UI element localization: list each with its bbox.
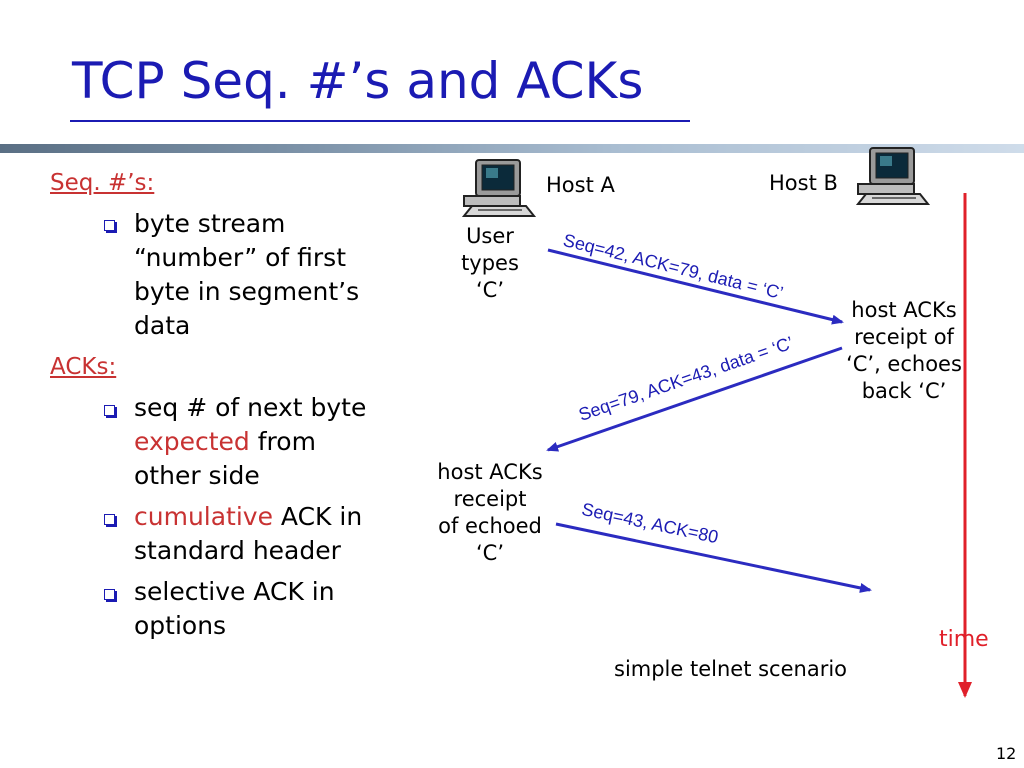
- host-a-label: Host A: [546, 173, 615, 197]
- seq-bullet-line4: data: [134, 311, 191, 340]
- seq-bullet-line3: byte in segment’s: [134, 277, 360, 306]
- bullet-icon: [104, 220, 115, 231]
- host-b-acks-line3: ‘C’, echoes: [846, 352, 962, 376]
- message-arrow-2: [546, 346, 843, 452]
- seq-heading: Seq. #’s:: [50, 170, 155, 196]
- ack-bullet2-line2: standard header: [134, 536, 341, 565]
- ack-bullet1-line2-rest: from: [249, 427, 316, 456]
- host-a-acks-line4: ‘C’: [475, 541, 504, 565]
- host-a-acks-line3: of echoed: [438, 514, 542, 538]
- cumulative-highlight: cumulative: [134, 502, 273, 531]
- bullet-icon: [104, 589, 115, 600]
- expected-highlight: expected: [134, 427, 250, 456]
- seq-bullet-line1: byte stream: [134, 209, 286, 238]
- computer-icon: [855, 147, 931, 205]
- ack-bullet1-line2: expected from: [134, 425, 316, 459]
- ack-bullet3-line2: options: [134, 611, 227, 640]
- slide-title: TCP Seq. #’s and ACKs: [72, 52, 644, 110]
- ack-bullet1-line3: other side: [134, 461, 260, 490]
- title-underline: [70, 120, 690, 122]
- user-types-line1: User: [466, 224, 514, 248]
- host-b-acks-line2: receipt of: [854, 325, 954, 349]
- seq-bullet-line2: “number” of first: [134, 243, 346, 272]
- message-arrow-3: [555, 522, 872, 593]
- acks-heading: ACKs:: [50, 354, 117, 380]
- bullet-icon: [104, 514, 115, 525]
- host-a-acks-line1: host ACKs: [437, 460, 543, 484]
- diagram-caption: simple telnet scenario: [614, 657, 848, 681]
- host-b-acks-line1: host ACKs: [851, 298, 957, 322]
- ack-bullet1-line1: seq # of next byte: [134, 393, 367, 422]
- computer-icon: [461, 159, 537, 217]
- ack-bullet2-line1: cumulative ACK in: [134, 500, 362, 534]
- message-arrow-1: [547, 248, 844, 325]
- host-a-acks-line2: receipt: [453, 487, 527, 511]
- header-band: [0, 144, 1024, 153]
- ack-bullet3-line1: selective ACK in: [134, 577, 335, 606]
- page-number: 12: [996, 744, 1017, 763]
- user-types-line3: ‘C’: [475, 278, 504, 302]
- host-b-acks-line4: back ‘C’: [861, 379, 947, 403]
- bullet-icon: [104, 405, 115, 416]
- host-b-label: Host B: [769, 171, 838, 195]
- time-label: time: [939, 627, 989, 652]
- user-types-line2: types: [461, 251, 519, 275]
- ack-bullet2-line1-rest: ACK in: [272, 502, 363, 531]
